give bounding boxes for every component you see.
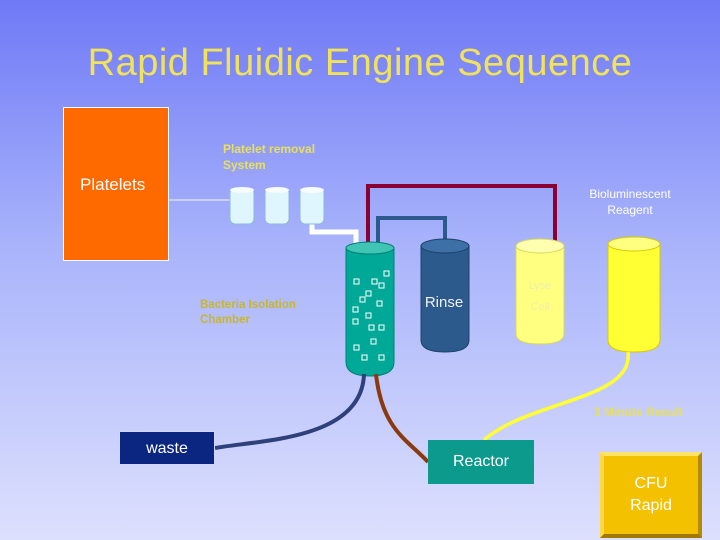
result-label: 3 Minute Result (594, 405, 683, 419)
reagent-cylinder (607, 236, 661, 353)
waste-box: waste (119, 431, 215, 465)
lyse-label-line-1: Lyse (528, 280, 552, 292)
lyse-cell-label: Lyse Cell (516, 276, 564, 318)
bioluminescent-reagent-label: Bioluminescent Reagent (576, 186, 684, 218)
rinse-label: Rinse (424, 294, 464, 311)
platelets-container (63, 107, 169, 261)
rinse-cylinder (420, 238, 470, 353)
bacteria-particles (352, 270, 390, 361)
platelets-label: Platelets (80, 175, 146, 194)
reactor-tube (374, 373, 430, 464)
waste-tube (214, 373, 366, 450)
platelet-removal-label: Platelet removal System (223, 141, 315, 173)
bacteria-label-line-1: Bacteria Isolation (200, 299, 296, 311)
lyse-cell-cylinder (515, 238, 565, 345)
cfu-line-2: Rapid (630, 497, 672, 514)
filter-cylinder-3 (299, 187, 325, 225)
reagent-pipe (366, 184, 557, 248)
reagent-label-line-2: Reagent (607, 203, 653, 217)
platelet-removal-line-2: System (223, 158, 266, 172)
reactor-box: Reactor (428, 440, 534, 484)
bacteria-isolation-label: Bacteria Isolation Chamber (200, 298, 296, 328)
reagent-to-reactor-tube (482, 351, 630, 442)
cfu-line-1: CFU (634, 475, 668, 492)
filter-cylinder-2 (264, 187, 290, 225)
cfu-rapid-box: CFU Rapid (600, 452, 702, 538)
lyse-label-line-2: Cell (530, 301, 550, 313)
bacteria-isolation-chamber (345, 241, 395, 377)
filter-cylinder-1 (229, 187, 255, 225)
platelet-removal-line-1: Platelet removal (223, 142, 316, 156)
page-title: Rapid Fluidic Engine Sequence (87, 42, 633, 84)
bacteria-label-line-2: Chamber (200, 314, 250, 326)
reagent-label-line-1: Bioluminescent (589, 187, 671, 201)
rinse-pipe (376, 216, 447, 248)
